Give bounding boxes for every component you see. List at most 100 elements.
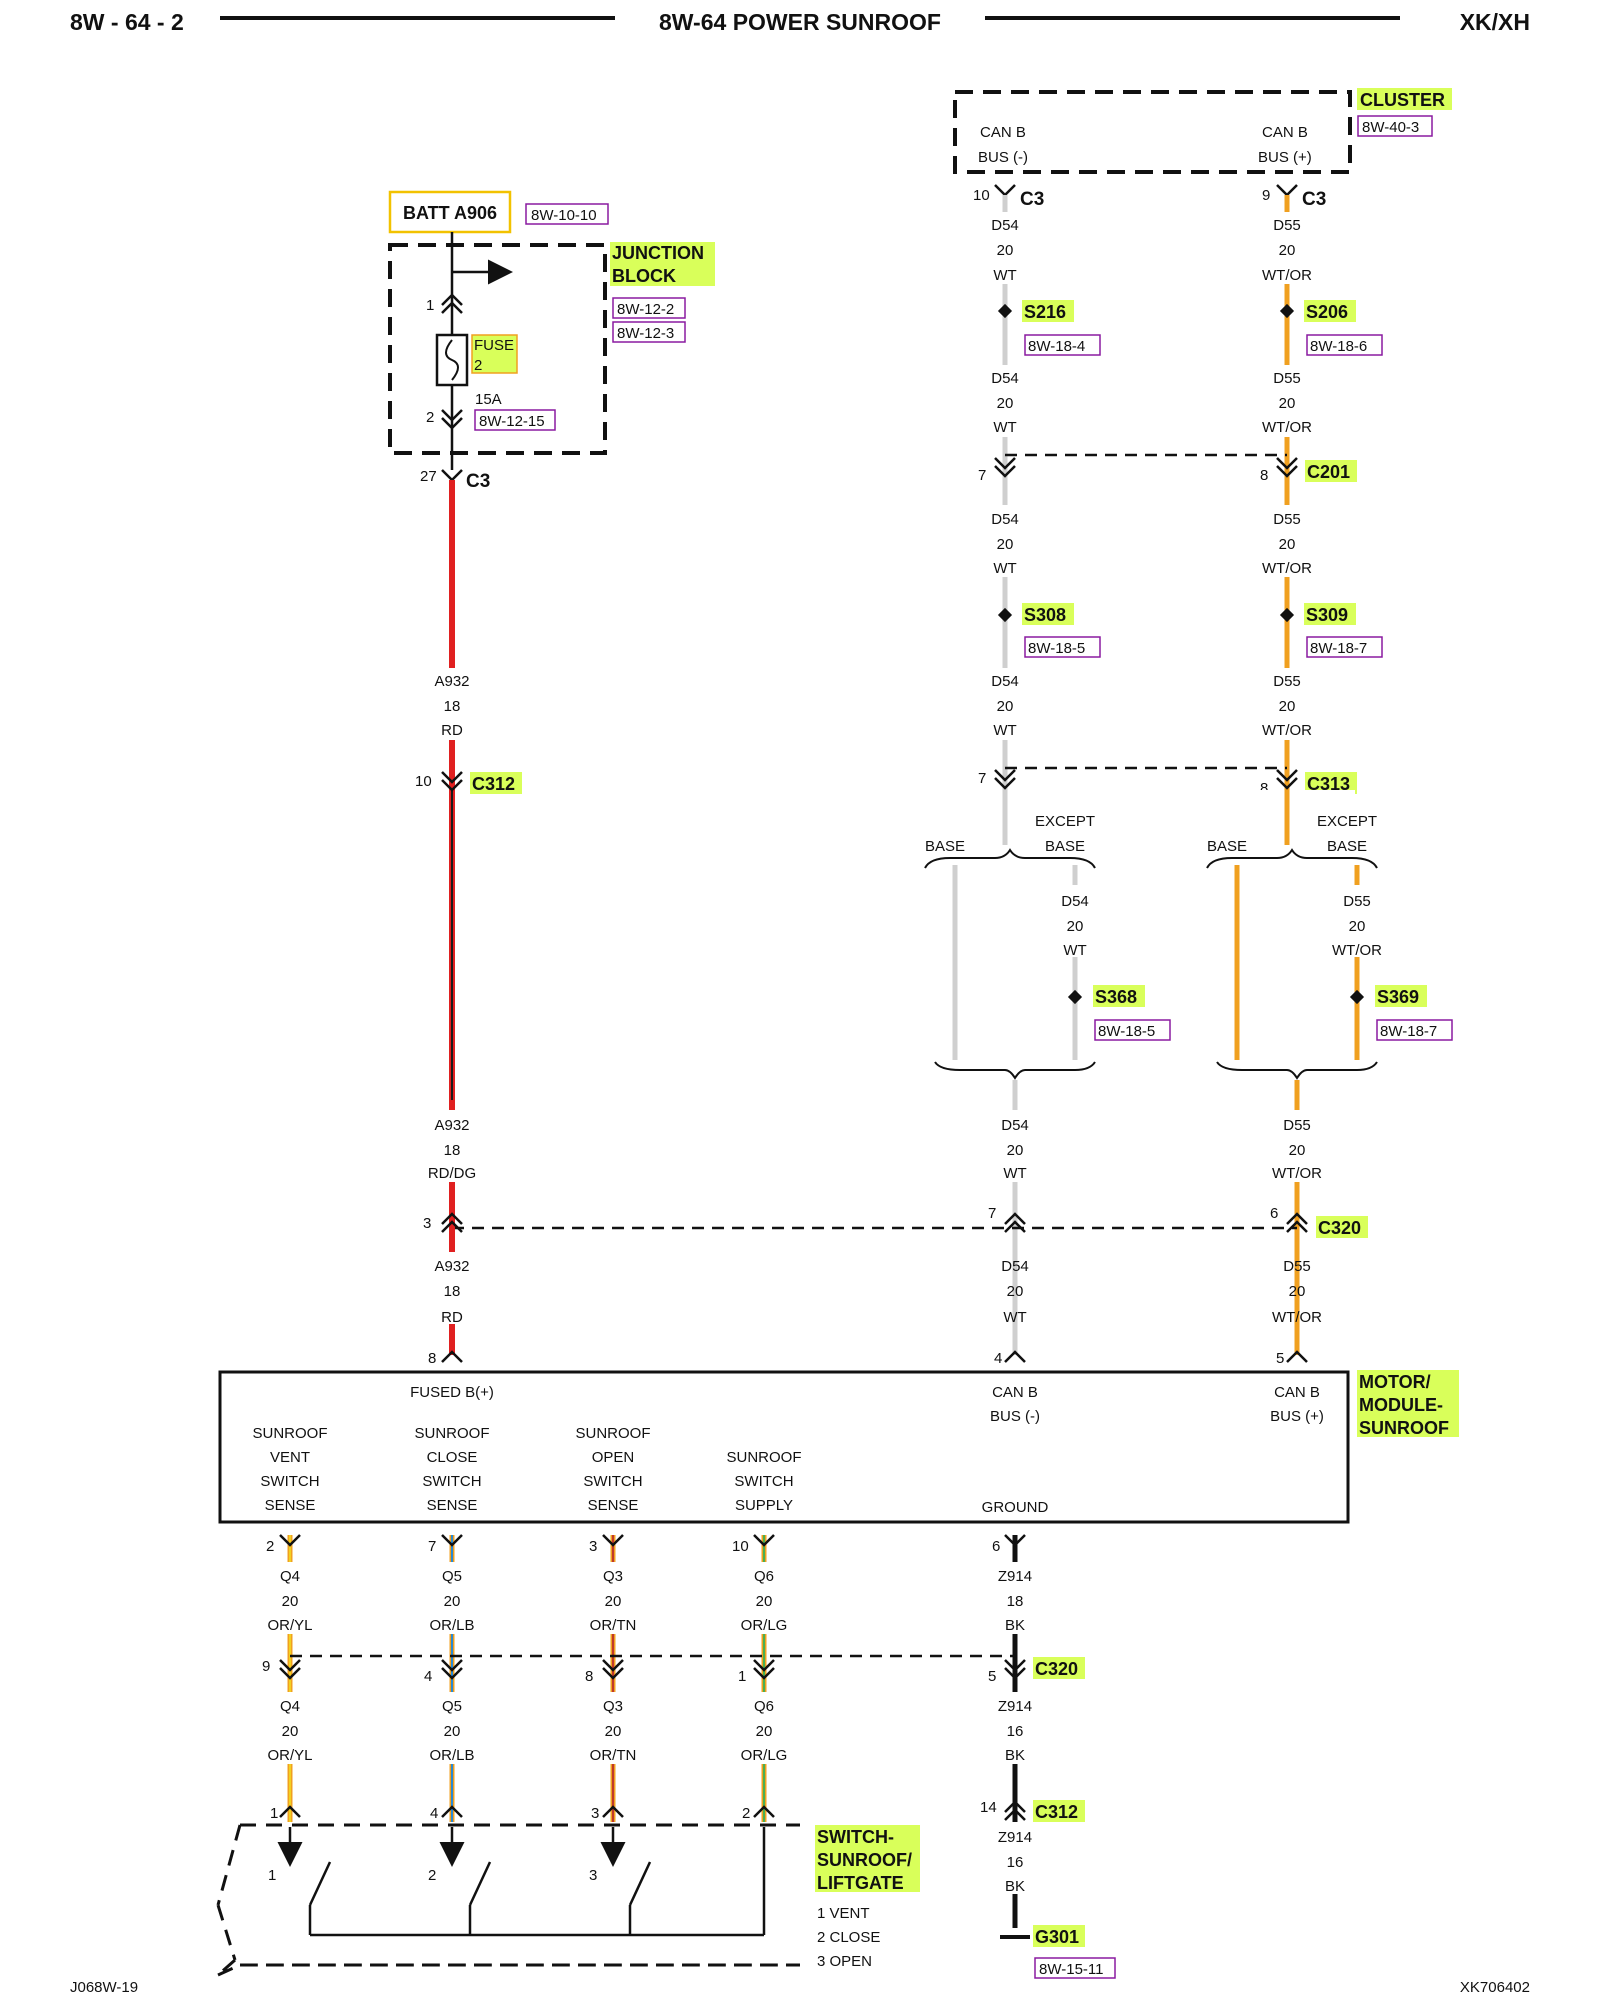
d54-option-brace-bottom [934, 1061, 1096, 1080]
c3-batt-pin: 27 [420, 468, 437, 485]
d55-color-5: WT/OR [1332, 942, 1382, 959]
open-line-1: SUNROOF [576, 1425, 651, 1442]
s309-ref-box [1306, 636, 1383, 658]
cluster-canb-plus-2: BUS (+) [1258, 149, 1312, 166]
z914-gauge-3: 16 [1007, 1854, 1024, 1871]
switch-pin-2: 2 [742, 1805, 750, 1822]
d54-gauge-6: 20 [1007, 1142, 1024, 1159]
d55-color-6: WT/OR [1272, 1165, 1322, 1182]
d54-color-1: WT [993, 267, 1016, 284]
q4-gauge-1: 20 [282, 1593, 299, 1610]
d55-gauge-3: 20 [1279, 536, 1296, 553]
module-pin-vent: 2 [266, 1538, 274, 1555]
d55-gauge-6: 20 [1289, 1142, 1306, 1159]
switch-connectors [279, 1805, 775, 1818]
module-line3: SUNROOF [1359, 1418, 1449, 1438]
z914-color-2: BK [1005, 1747, 1025, 1764]
a932-gauge-3: 18 [444, 1283, 461, 1300]
c3-left-label: C3 [1020, 189, 1044, 210]
d54-gauge-1: 20 [997, 242, 1014, 259]
c320-lower-connectors [279, 1659, 1026, 1680]
vehicle-code: XK/XH [1460, 9, 1530, 35]
c312-connector [441, 771, 463, 792]
module-canb-minus-1: CAN B [992, 1384, 1038, 1401]
junction-line1: JUNCTION [612, 243, 704, 263]
module-fused-connector [441, 1350, 463, 1363]
d54-gauge-2: 20 [997, 395, 1014, 412]
q6-gauge-1: 20 [756, 1593, 773, 1610]
module-fused-label: FUSED B(+) [410, 1384, 494, 1401]
cluster-canb-plus-1: CAN B [1262, 124, 1308, 141]
fuse-ref: 8W-12-15 [479, 413, 545, 430]
c320-lower-pin-4: 1 [738, 1668, 746, 1685]
close-line-3: SWITCH [422, 1473, 481, 1490]
d55-option-brace-bottom [1216, 1061, 1378, 1080]
s216-dot [997, 303, 1013, 319]
s206-tag-bg [1304, 300, 1356, 322]
cluster-tag-bg [1357, 88, 1452, 110]
d54-gauge-5: 20 [1067, 918, 1084, 935]
d54-gauge-4: 20 [997, 698, 1014, 715]
c312-pin: 10 [415, 773, 432, 790]
cluster-ref-box [1357, 115, 1433, 137]
c3-left-pin: 10 [973, 187, 990, 204]
module-vent-label: SUNROOF VENT SWITCH SENSE [253, 1425, 328, 1514]
s368-ref: 8W-18-5 [1098, 1023, 1155, 1040]
q6-circuit-1: Q6 [754, 1568, 774, 1585]
module-ground-label: GROUND [982, 1499, 1049, 1516]
s216-ref-box [1024, 334, 1101, 356]
q5-circuit-1: Q5 [442, 1568, 462, 1585]
switch-line2: SUNROOF/ [817, 1850, 912, 1870]
d54-mask-6 [985, 1110, 1045, 1182]
d55-color-4: WT/OR [1262, 722, 1312, 739]
lower-label-masks-1 [255, 1562, 1045, 1894]
c201-left-connector [994, 457, 1016, 478]
switch-box [216, 1823, 800, 1977]
q3-gauge-1: 20 [605, 1593, 622, 1610]
batt-ref-box [525, 203, 609, 225]
q4-color-1: OR/YL [267, 1617, 312, 1634]
switch-contact-2: 2 [428, 1867, 436, 1884]
vent-line-3: SWITCH [260, 1473, 319, 1490]
c320-label: C320 [1318, 1218, 1361, 1238]
c320-tag-bg [1316, 1216, 1368, 1238]
s369-tag-bg [1375, 985, 1427, 1007]
s216-tag-bg [1022, 300, 1074, 322]
z914-gauge-1: 18 [1007, 1593, 1024, 1610]
d54-option-brace-top [924, 848, 1096, 869]
z914-circuit-3: Z914 [998, 1829, 1032, 1846]
s368-label: S368 [1095, 987, 1137, 1007]
d55-circuit-3: D55 [1273, 511, 1301, 528]
module-line2: MODULE- [1359, 1395, 1443, 1415]
c3-right-connector [1276, 184, 1298, 197]
footer-left: J068W-19 [70, 1979, 138, 1996]
c313-left-connector [994, 769, 1016, 790]
q4-gauge-2: 20 [282, 1723, 299, 1740]
a932-gauge-2: 18 [444, 1142, 461, 1159]
q3-gauge-2: 20 [605, 1723, 622, 1740]
z914-gauge-2: 16 [1007, 1723, 1024, 1740]
c320-d54-connector [1004, 1212, 1026, 1233]
c201-right-pin: 8 [1260, 467, 1268, 484]
d54-circuit-4: D54 [991, 673, 1019, 690]
s369-ref: 8W-18-7 [1380, 1023, 1437, 1040]
cluster-ref: 8W-40-3 [1362, 119, 1419, 136]
s368-ref-box [1094, 1019, 1171, 1041]
module-open-label: SUNROOF OPEN SWITCH SENSE [576, 1425, 651, 1514]
d54-base: BASE [925, 838, 965, 855]
c3-batt-connector [441, 469, 463, 482]
module-canb-plus-2: BUS (+) [1270, 1408, 1324, 1425]
a932-circuit-3: A932 [434, 1258, 469, 1275]
fuse-bottom-connector [441, 409, 463, 430]
d54-except-2: BASE [1045, 838, 1085, 855]
switch-line3: LIFTGATE [817, 1873, 904, 1893]
s308-dot [997, 607, 1013, 623]
d55-except-mask [1320, 885, 1395, 957]
d55-circuit-4: D55 [1273, 673, 1301, 690]
q4-circuit-1: Q4 [280, 1568, 300, 1585]
switch-line1: SWITCH- [817, 1827, 894, 1847]
switch-legend-3: 3 OPEN [817, 1953, 872, 1970]
d55-circuit-1: D55 [1273, 217, 1301, 234]
s369-label: S369 [1377, 987, 1419, 1007]
fuse-tag-bg [471, 334, 518, 374]
